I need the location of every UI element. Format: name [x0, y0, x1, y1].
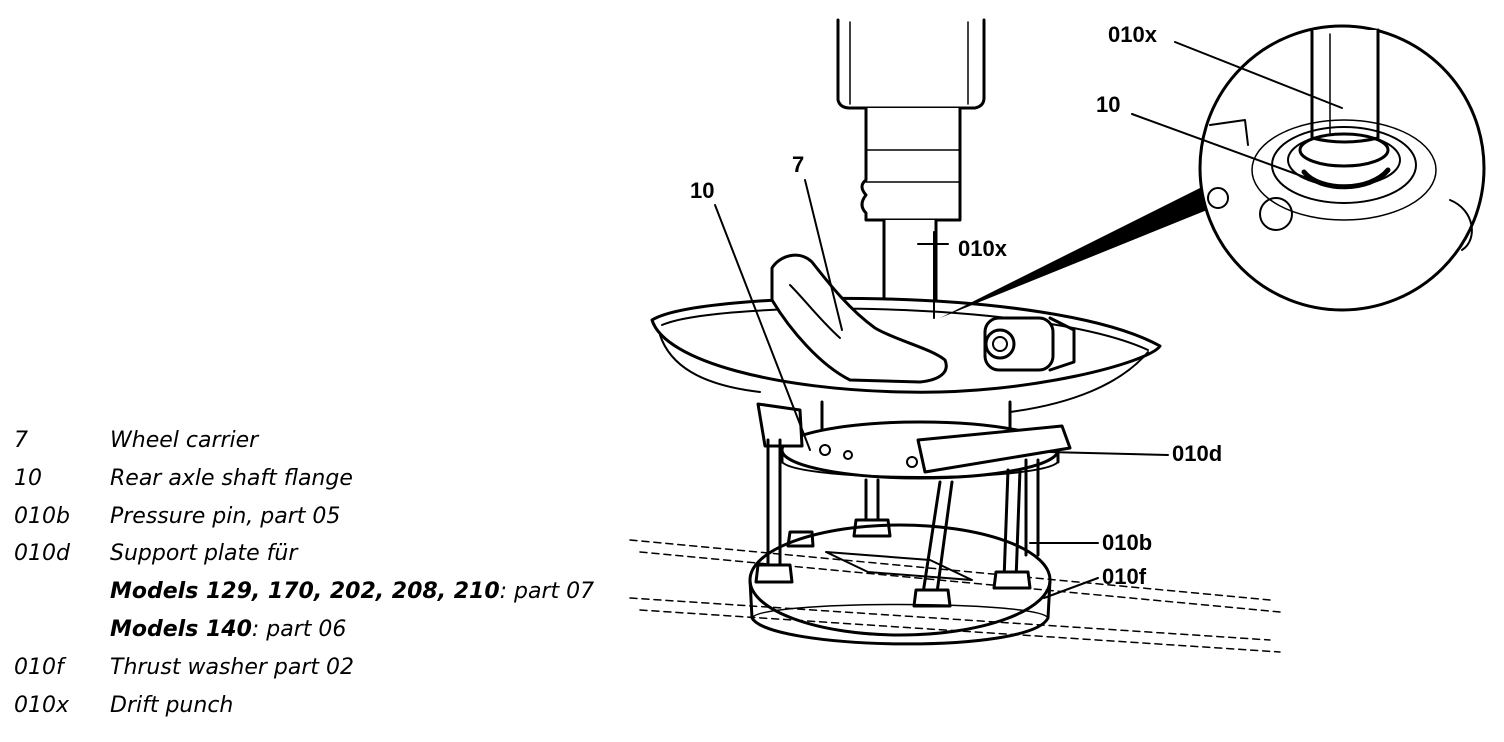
legend-row: 7 Wheel carrier [14, 428, 634, 466]
callout-drift-punch: 010x [958, 236, 1008, 261]
callout-thrust-washer: 010f [1102, 564, 1147, 589]
callout-support-plate: 010d [1172, 441, 1222, 466]
thrust-washer [748, 523, 1052, 646]
leader-lines [714, 41, 1343, 599]
callout-pressure-pin: 010b [1102, 530, 1152, 555]
legend-key: 010f [14, 654, 64, 680]
inset-detail [1198, 24, 1486, 312]
callout-flange: 10 [690, 178, 714, 203]
legend-text: Drift punch [110, 692, 234, 718]
legend-row: 10 Rear axle shaft flange [14, 466, 634, 504]
workbench-lines [629, 539, 1281, 653]
legend-row: Models 129, 170, 202, 208, 210: part 07 [14, 579, 634, 617]
legend-key: 010x [14, 692, 70, 718]
support-plate [756, 402, 1072, 480]
legend-text: Thrust washer part 02 [110, 654, 355, 680]
callout-inset-drift: 010x [1108, 22, 1158, 47]
legend-text: Rear axle shaft flange [110, 465, 353, 491]
legend-key: 010d [14, 541, 70, 567]
legend-row: 010b Pressure pin, part 05 [14, 504, 634, 542]
press-ram [836, 18, 986, 222]
nuts [754, 518, 1032, 608]
legend-text: Pressure pin, part 05 [110, 503, 341, 529]
legend-key: 10 [14, 465, 42, 491]
legend-row: 010f Thrust washer part 02 [14, 655, 634, 693]
legend-text: Models 129, 170, 202, 208, 210: part 07 [110, 579, 595, 605]
legend-key: 010b [14, 503, 70, 529]
legend-text: Support plate für [110, 541, 298, 567]
legend-text: Wheel carrier [110, 428, 259, 453]
callout-wheel-carrier: 7 [792, 152, 804, 177]
legend-key: 7 [14, 428, 28, 453]
legend-row: 010d Support plate für [14, 541, 634, 579]
callout-inset-flange: 10 [1096, 92, 1120, 117]
brake-cylinder [983, 316, 1076, 372]
zoom-cone [940, 188, 1212, 318]
legend-row: Models 140: part 06 [14, 617, 634, 655]
center-slot [825, 551, 973, 581]
wheel-carrier [770, 253, 948, 384]
legend-row: 010x Drift punch [14, 693, 634, 731]
legend: 7 Wheel carrier 10 Rear axle shaft flang… [14, 428, 634, 730]
legend-text: Models 140: part 06 [110, 616, 347, 642]
